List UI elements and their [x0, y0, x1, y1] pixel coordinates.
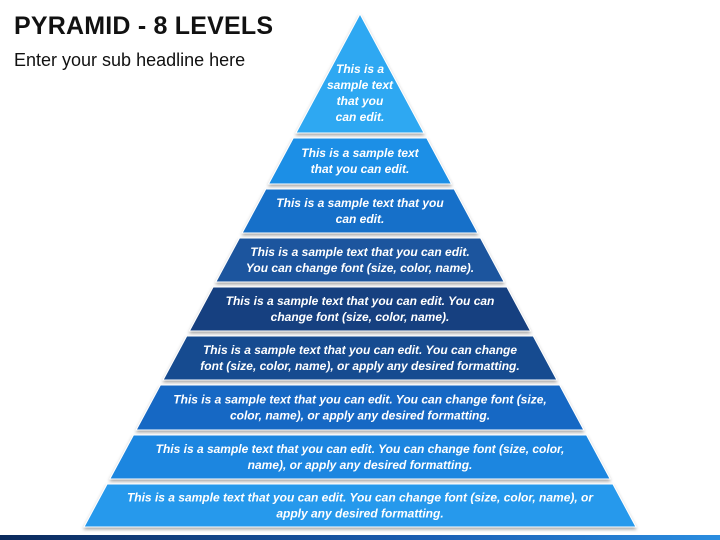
- pyramid-level-4: [214, 237, 506, 283]
- pyramid-level-3: [241, 188, 479, 234]
- pyramid-level-3-line-2: can edit.: [336, 212, 385, 226]
- pyramid-level-8-line-2: name), or apply any desired formatting.: [248, 458, 473, 472]
- pyramid-level-1-line-1: This is a: [336, 62, 384, 76]
- pyramid-level-7: [135, 384, 585, 431]
- pyramid-level-9-line-1: This is a sample text that you can edit.…: [127, 491, 594, 505]
- pyramid-level-6: [162, 335, 558, 381]
- pyramid-level-5-line-2: change font (size, color, name).: [271, 310, 450, 324]
- pyramid-level-6-line-2: font (size, color, name), or apply any d…: [200, 359, 519, 373]
- pyramid-level-7-line-2: color, name), or apply any desired forma…: [230, 409, 490, 423]
- pyramid-level-2: [267, 137, 453, 185]
- pyramid-level-1: [295, 12, 425, 134]
- pyramid-level-5: [188, 286, 532, 332]
- page-title: PYRAMID - 8 LEVELS: [14, 12, 274, 40]
- pyramid-level-4-text: This is a sample text that you can edit.…: [246, 245, 474, 275]
- pyramid-level-1-text: This is a sample text that you can edit.: [327, 62, 394, 124]
- pyramid-level-8-text: This is a sample text that you can edit.…: [156, 442, 565, 472]
- pyramid-level-7-text: This is a sample text that you can edit.…: [173, 393, 546, 423]
- page-subtitle: Enter your sub headline here: [14, 50, 246, 70]
- pyramid-level-4-line-2: You can change font (size, color, name).: [246, 261, 474, 275]
- pyramid-level-1-line-4: can edit.: [336, 110, 385, 124]
- pyramid-level-6-text: This is a sample text that you can edit.…: [200, 343, 519, 373]
- pyramid-level-9-line-2: apply any desired formatting.: [276, 507, 443, 521]
- pyramid-level-1-line-3: that you: [337, 94, 384, 108]
- pyramid-level-2-line-1: This is a sample text: [301, 146, 419, 160]
- pyramid-level-9: [83, 483, 637, 528]
- pyramid-level-4-line-1: This is a sample text that you can edit.: [250, 245, 469, 259]
- pyramid-level-9-text: This is a sample text that you can edit.…: [127, 491, 594, 521]
- pyramid-level-2-text: This is a sample text that you can edit.: [301, 146, 419, 176]
- pyramid-level-1-line-2: sample text: [327, 78, 394, 92]
- pyramid-level-3-text: This is a sample text that you can edit.: [276, 196, 444, 226]
- pyramid-level-2-line-2: that you can edit.: [311, 162, 410, 176]
- pyramid-level-6-line-1: This is a sample text that you can edit.…: [203, 343, 517, 357]
- pyramid-level-8-line-1: This is a sample text that you can edit.…: [156, 442, 565, 456]
- pyramid-level-5-line-1: This is a sample text that you can edit.…: [226, 294, 495, 308]
- pyramid-level-7-line-1: This is a sample text that you can edit.…: [173, 393, 546, 407]
- pyramid-level-5-text: This is a sample text that you can edit.…: [226, 294, 495, 324]
- pyramid-level-3-line-1: This is a sample text that you: [276, 196, 444, 210]
- pyramid-level-8: [108, 434, 612, 480]
- bottom-accent-bar: [0, 535, 720, 540]
